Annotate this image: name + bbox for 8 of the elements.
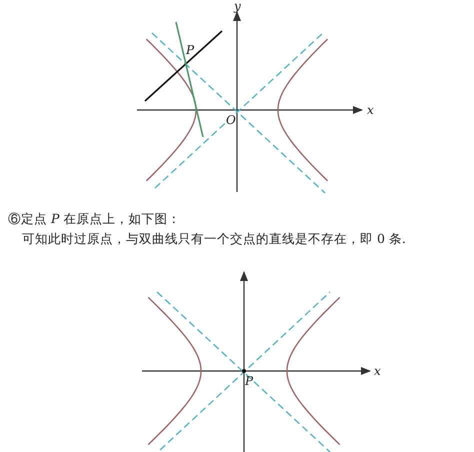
paragraph-text: 可知此时过原点，与双曲线只有一个交点的直线是不存在，即 0 条. [22, 232, 406, 246]
axis-label: x [367, 104, 374, 116]
point-label: P [186, 44, 194, 56]
axis-label: x [374, 365, 381, 377]
paragraph-text: ⑥定点 P 在原点上，如下图： [8, 212, 180, 226]
point-label: P [245, 375, 254, 387]
origin-label: O [226, 114, 236, 126]
axis-label: y [234, 0, 241, 12]
